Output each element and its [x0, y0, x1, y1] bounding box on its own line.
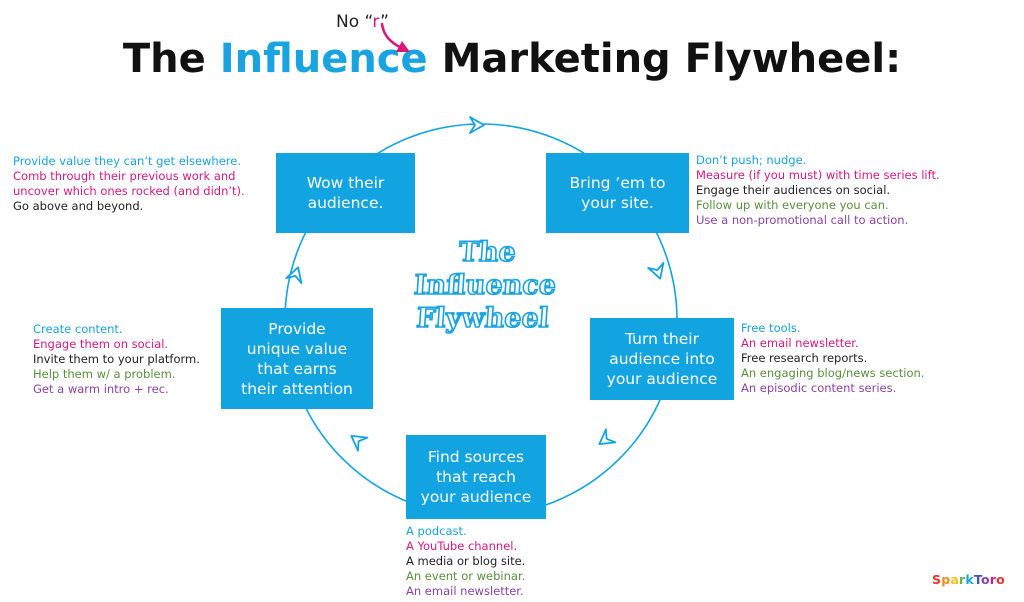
center-title-line: Flywheel — [414, 302, 551, 335]
tip-item: Engage them on social. — [33, 337, 169, 351]
tip-item: Engage their audiences on social. — [696, 183, 891, 197]
logo-letter: p — [941, 572, 951, 587]
tip-item: Measure (if you must) with time series l… — [696, 168, 940, 182]
logo-letter: r — [959, 572, 966, 587]
direction-chevron-icon — [598, 428, 617, 446]
logo-letter: k — [965, 572, 974, 587]
tip-item: An email newsletter. — [741, 336, 859, 350]
step-label: Bring ‘em to your site. — [569, 174, 666, 212]
tip-item: An email newsletter. — [406, 584, 524, 598]
step-box-bring: Bring ‘em to your site. — [546, 153, 689, 233]
tip-item: Free research reports. — [741, 351, 868, 365]
tip-item: A YouTube channel. — [406, 539, 518, 553]
tip-item: Invite them to your platform. — [33, 352, 200, 366]
tip-item: Create content. — [33, 322, 123, 336]
tip-item: Comb through their previous work and — [13, 169, 236, 183]
tips-find: A podcast.A YouTube channel.A media or b… — [406, 524, 525, 599]
tip-item: uncover which ones rocked (and didn’t). — [13, 184, 245, 198]
step-label: Wow their audience. — [306, 174, 385, 212]
no-r-letter: r — [372, 12, 381, 32]
tips-turn: Free tools.An email newsletter.Free rese… — [741, 321, 924, 396]
tip-item: An engaging blog/news section. — [741, 366, 925, 380]
no-r-prefix: No “ — [336, 12, 373, 32]
direction-chevron-icon — [350, 434, 369, 452]
tip-item: A podcast. — [406, 524, 467, 538]
tip-item: Free tools. — [741, 321, 801, 335]
direction-chevron-icon — [647, 261, 665, 280]
tip-item: A media or blog site. — [406, 554, 526, 568]
direction-chevron-icon — [469, 116, 485, 134]
tip-item: An episodic content series. — [741, 381, 897, 395]
tips-provide: Create content.Engage them on social.Inv… — [33, 322, 200, 397]
tip-item: Help them w/ a problem. — [33, 367, 176, 381]
tip-item: Don’t push; nudge. — [696, 153, 807, 167]
logo-letter: o — [980, 572, 990, 587]
tip-item: Follow up with everyone you can. — [696, 198, 889, 212]
tip-item: Provide value they can’t get elsewhere. — [13, 154, 242, 168]
step-box-turn: Turn their audience into your audience — [590, 318, 734, 400]
tip-item: Go above and beyond. — [13, 199, 144, 213]
step-label: Find sources that reach your audience — [420, 448, 532, 506]
annotation-arrow-icon — [380, 22, 410, 52]
center-title: The Influence Flywheel — [392, 236, 579, 335]
logo-letter: S — [932, 572, 942, 587]
no-r-suffix: ” — [380, 12, 389, 32]
logo-letter: a — [950, 572, 959, 587]
center-title-line: The — [457, 236, 518, 269]
no-r-annotation: No “r” — [336, 12, 389, 32]
direction-chevron-icon — [285, 266, 303, 285]
step-label: Provide unique value that earns their at… — [241, 319, 353, 398]
logo-letter: r — [989, 572, 997, 587]
tips-wow: Provide value they can’t get elsewhere.C… — [13, 154, 245, 214]
sparktoro-logo: SparkToro — [932, 572, 1005, 587]
step-box-wow: Wow their audience. — [276, 153, 415, 233]
tip-item: An event or webinar. — [406, 569, 526, 583]
logo-letter: T — [973, 572, 981, 587]
title-part2: Marketing Flywheel: — [427, 36, 902, 82]
tip-item: Get a warm intro + rec. — [33, 382, 169, 396]
tips-bring: Don’t push; nudge.Measure (if you must) … — [696, 153, 940, 228]
step-box-find: Find sources that reach your audience — [406, 435, 546, 519]
step-label: Turn their audience into your audience — [606, 330, 718, 388]
title-part1: The — [122, 36, 220, 82]
step-box-provide: Provide unique value that earns their at… — [221, 308, 373, 409]
logo-letter: o — [996, 572, 1005, 587]
tip-item: Use a non-promotional call to action. — [696, 213, 909, 227]
center-title-line: Influence — [412, 269, 558, 302]
